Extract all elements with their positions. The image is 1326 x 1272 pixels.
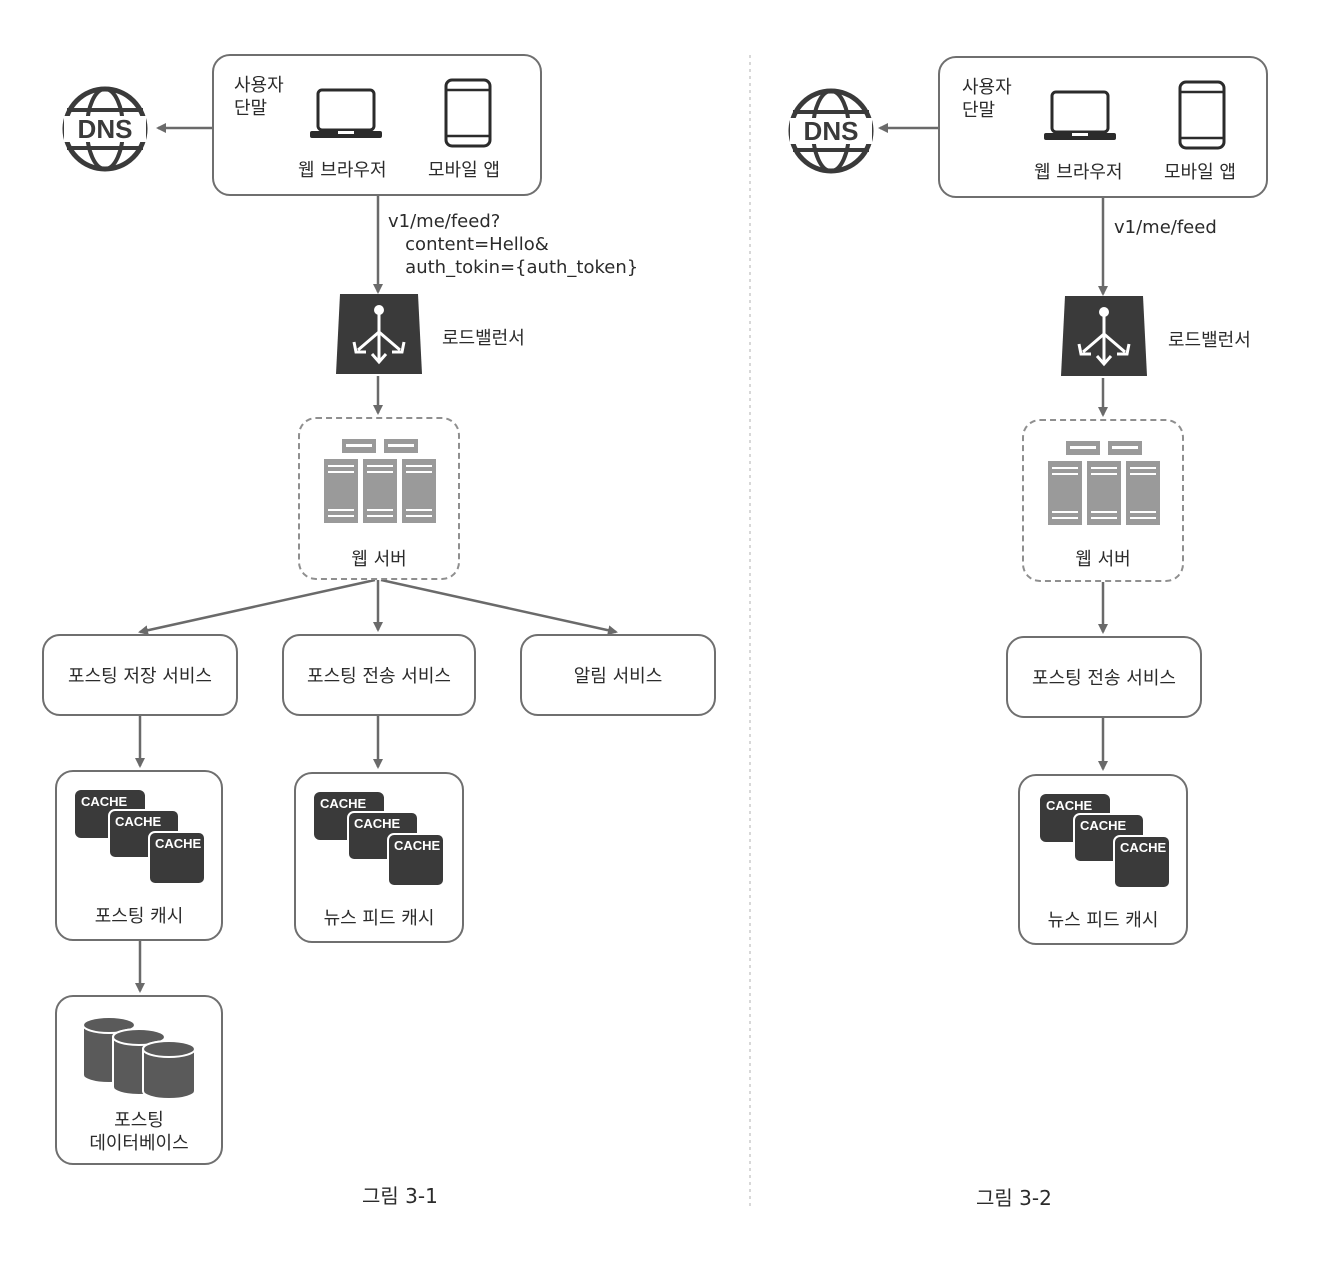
api-request-label: v1/me/feed? content=Hello& auth_tokin={a… <box>388 211 639 278</box>
cache-text-1: CACHE <box>320 796 367 811</box>
user-device-box: 사용자 단말 웹 브라우저 모바일 앱 <box>938 56 1268 198</box>
database-icon <box>81 1015 201 1100</box>
user-device-label: 사용자 단말 <box>234 75 284 119</box>
load-balancer-label: 로드밸런서 <box>1168 330 1251 351</box>
web-browser-label: 웹 브라우저 <box>1034 162 1123 183</box>
post-cache-box: CACHE CACHE CACHE 포스팅 캐시 <box>55 770 223 941</box>
laptop-icon <box>1044 88 1116 144</box>
cache-text-2: CACHE <box>354 816 401 831</box>
dns-text: DNS <box>804 116 859 146</box>
notification-service-label: 알림 서비스 <box>573 666 663 687</box>
user-device-box: 사용자 단말 웹 브라우저 모바일 앱 <box>212 54 542 196</box>
post-db-box: 포스팅 데이터베이스 <box>55 995 223 1165</box>
cache-text-2: CACHE <box>115 814 162 829</box>
fanout-service-label: 포스팅 전송 서비스 <box>1032 668 1176 689</box>
mobile-app-label: 모바일 앱 <box>428 160 500 181</box>
cache-stack-icon: CACHE CACHE CACHE <box>312 790 445 888</box>
arrow-webserver-to-notify <box>380 578 618 636</box>
cache-text-2: CACHE <box>1080 818 1127 833</box>
news-feed-cache-label: 뉴스 피드 캐시 <box>1047 910 1159 931</box>
figure-caption-left: 그림 3-1 <box>362 1184 438 1208</box>
post-store-service-box: 포스팅 저장 서비스 <box>42 634 238 716</box>
web-server-label: 웹 서버 <box>351 549 407 570</box>
cache-text-1: CACHE <box>1046 798 1093 813</box>
dns-icon: DNS <box>60 86 150 172</box>
load-balancer-label: 로드밸런서 <box>442 328 525 349</box>
web-server-label: 웹 서버 <box>1075 549 1131 570</box>
dns-icon: DNS <box>786 88 876 174</box>
user-device-label: 사용자 단말 <box>962 77 1012 121</box>
fanout-service-label: 포스팅 전송 서비스 <box>307 666 451 687</box>
post-cache-label: 포스팅 캐시 <box>94 906 184 927</box>
news-feed-cache-box: CACHE CACHE CACHE 뉴스 피드 캐시 <box>1018 774 1188 945</box>
cache-stack-icon: CACHE CACHE CACHE <box>1038 792 1171 890</box>
server-rack-icon <box>322 437 438 525</box>
figure-caption-right: 그림 3-2 <box>976 1186 1052 1210</box>
web-server-box: 웹 서버 <box>1022 419 1184 582</box>
cache-text-3: CACHE <box>394 838 441 853</box>
fanout-service-box: 포스팅 전송 서비스 <box>1006 636 1202 718</box>
mobile-icon <box>1178 80 1226 150</box>
web-browser-label: 웹 브라우저 <box>298 160 387 181</box>
cache-stack-icon: CACHE CACHE CACHE <box>73 788 206 886</box>
fanout-service-box: 포스팅 전송 서비스 <box>282 634 476 716</box>
cache-text-3: CACHE <box>155 836 202 851</box>
notification-service-box: 알림 서비스 <box>520 634 716 716</box>
mobile-icon <box>444 78 492 148</box>
arrow-webserver-to-store <box>138 578 376 636</box>
cache-text-3: CACHE <box>1120 840 1167 855</box>
laptop-icon <box>310 86 382 142</box>
dns-text: DNS <box>78 114 133 144</box>
post-store-service-label: 포스팅 저장 서비스 <box>68 666 212 687</box>
news-feed-cache-box: CACHE CACHE CACHE 뉴스 피드 캐시 <box>294 772 464 943</box>
mobile-app-label: 모바일 앱 <box>1164 162 1236 183</box>
web-server-box: 웹 서버 <box>298 417 460 580</box>
api-request-label: v1/me/feed <box>1114 217 1217 238</box>
server-rack-icon <box>1046 439 1162 527</box>
load-balancer-icon <box>334 292 424 376</box>
post-db-label: 포스팅 데이터베이스 <box>89 1110 189 1154</box>
cache-text-1: CACHE <box>81 794 128 809</box>
news-feed-cache-label: 뉴스 피드 캐시 <box>323 908 435 929</box>
load-balancer-icon <box>1059 294 1149 378</box>
